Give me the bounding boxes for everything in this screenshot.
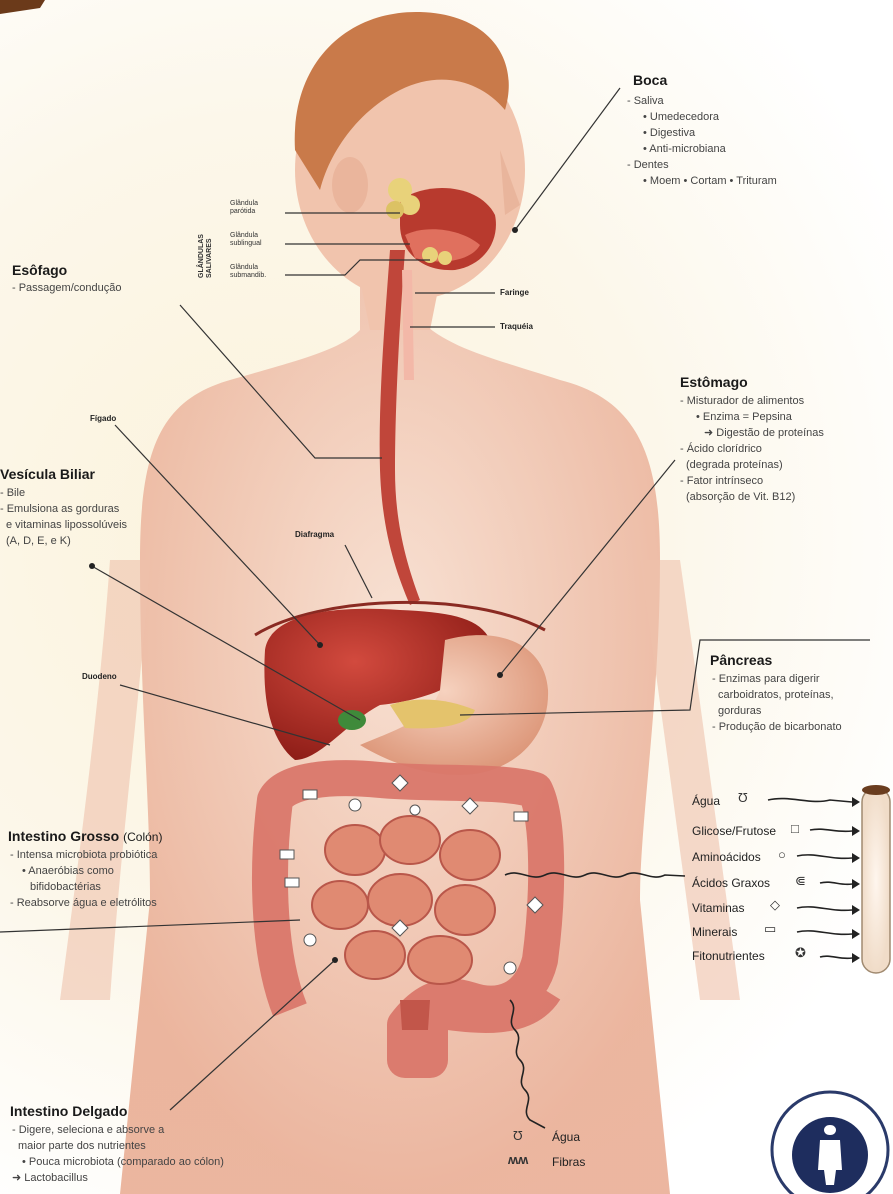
intestino-grosso-title: Intestino Grosso (Colón)	[8, 828, 162, 844]
vesicula-title: Vesícula Biliar	[0, 466, 95, 482]
estomago-line-6: (absorção de Vit. B12)	[686, 490, 795, 504]
intestino-grosso-subtitle: (Colón)	[123, 830, 162, 844]
rectum	[400, 1000, 430, 1030]
fatty-acid-icon: ⋐	[795, 873, 806, 889]
nutrient-vitaminas: Vitaminas	[692, 901, 744, 915]
bottom-agua-label: Água	[552, 1130, 580, 1144]
glandula-submandibular-label: Glândula submandib.	[230, 264, 280, 280]
nutrient-fitonutrientes: Fitonutrientes	[692, 949, 765, 963]
estomago-line-2: ➜ Digestão de proteínas	[704, 426, 824, 440]
traqueia-label: Traquéia	[500, 322, 533, 331]
nutrient-acidos-graxos: Ácidos Graxos	[692, 876, 770, 890]
pancreas-line-2: gorduras	[718, 704, 761, 718]
esofago-desc: - Passagem/condução	[12, 281, 121, 295]
boca-dentes-acoes: • Moem • Cortam • Trituram	[643, 174, 777, 188]
bottom-fibras-label: Fibras	[552, 1155, 585, 1169]
estomago-line-4: (degrada proteínas)	[686, 458, 783, 472]
intestino-grosso-line-0: - Intensa microbiota probiótica	[10, 848, 157, 862]
institution-seal	[772, 1092, 888, 1194]
estomago-line-5: - Fator intrínseco	[680, 474, 763, 488]
boca-umedecedora: • Umedecedora	[643, 110, 719, 124]
estomago-line-0: - Misturador de alimentos	[680, 394, 804, 408]
glandula-sublingual-label: Glândula sublingual	[230, 232, 280, 248]
estomago-line-1: • Enzima = Pepsina	[696, 410, 792, 424]
intestino-delgado-line-3: ➜ Lactobacillus	[12, 1171, 88, 1185]
water-drop-icon: Ʊ	[738, 790, 748, 805]
absorption-vessel	[862, 785, 890, 973]
nutrient-minerais: Minerais	[692, 925, 737, 939]
glandulas-salivares-label: GLÂNDULAS SALIVARES	[198, 208, 212, 278]
water-drop-icon: Ʊ	[513, 1128, 523, 1143]
boca-saliva: - Saliva	[627, 94, 664, 108]
estomago-title: Estômago	[680, 374, 748, 390]
estomago-line-3: - Ácido clorídrico	[680, 442, 762, 456]
trachea	[402, 270, 414, 380]
intestino-grosso-line-1: • Anaeróbias como	[22, 864, 114, 878]
nutrient-aminoacidos: Aminoácidos	[692, 850, 761, 864]
diamond-icon: ◇	[770, 897, 780, 913]
nutrient-arrows	[768, 799, 852, 959]
capsule-icon: ▭	[764, 921, 776, 937]
vesicula-line-1: - Emulsiona as gorduras	[0, 502, 119, 516]
fiber-icon: ʍʍ	[508, 1152, 528, 1167]
pancreas-line-3: - Produção de bicarbonato	[712, 720, 842, 734]
nutrient-glicose: Glicose/Frutose	[692, 824, 776, 838]
boca-antimicrobiana: • Anti-microbiana	[643, 142, 726, 156]
square-icon: □	[791, 821, 799, 836]
diafragma-label: Diafragma	[295, 530, 334, 539]
intestino-delgado-title: Intestino Delgado	[10, 1103, 127, 1119]
vesicula-line-0: - Bile	[0, 486, 25, 500]
intestino-delgado-line-1: maior parte dos nutrientes	[18, 1139, 146, 1153]
faringe-label: Faringe	[500, 288, 529, 297]
boca-title: Boca	[633, 72, 667, 88]
intestino-grosso-line-2: bifidobactérias	[30, 880, 101, 894]
figado-label: Fígado	[90, 414, 116, 423]
pancreas-title: Pâncreas	[710, 652, 772, 668]
pancreas-line-0: - Enzimas para digerir	[712, 672, 820, 686]
intestino-grosso-title-text: Intestino Grosso	[8, 828, 119, 844]
corner-tab	[0, 0, 45, 14]
nutrient-agua: Água	[692, 794, 720, 808]
vesicula-line-2: e vitaminas lipossolúveis	[6, 518, 127, 532]
esofago-title: Esôfago	[12, 262, 67, 278]
boca-digestiva: • Digestiva	[643, 126, 695, 140]
arrow-heads	[852, 797, 860, 963]
intestino-grosso-line-3: - Reabsorve água e eletrólitos	[10, 896, 157, 910]
glandula-parotida-label: Glândula parótida	[230, 200, 280, 216]
star-circle-icon: ✪	[795, 945, 806, 961]
duodeno-label: Duodeno	[82, 672, 117, 681]
intestino-delgado-line-2: • Pouca microbiota (comparado ao cólon)	[22, 1155, 224, 1169]
vesicula-line-3: (A, D, E, e K)	[6, 534, 71, 548]
gallbladder	[338, 710, 366, 730]
boca-dentes: - Dentes	[627, 158, 669, 172]
pancreas-line-1: carboidratos, proteínas,	[718, 688, 834, 702]
circle-icon: ○	[778, 847, 786, 862]
intestino-delgado-line-0: - Digere, seleciona e absorve a	[12, 1123, 164, 1137]
